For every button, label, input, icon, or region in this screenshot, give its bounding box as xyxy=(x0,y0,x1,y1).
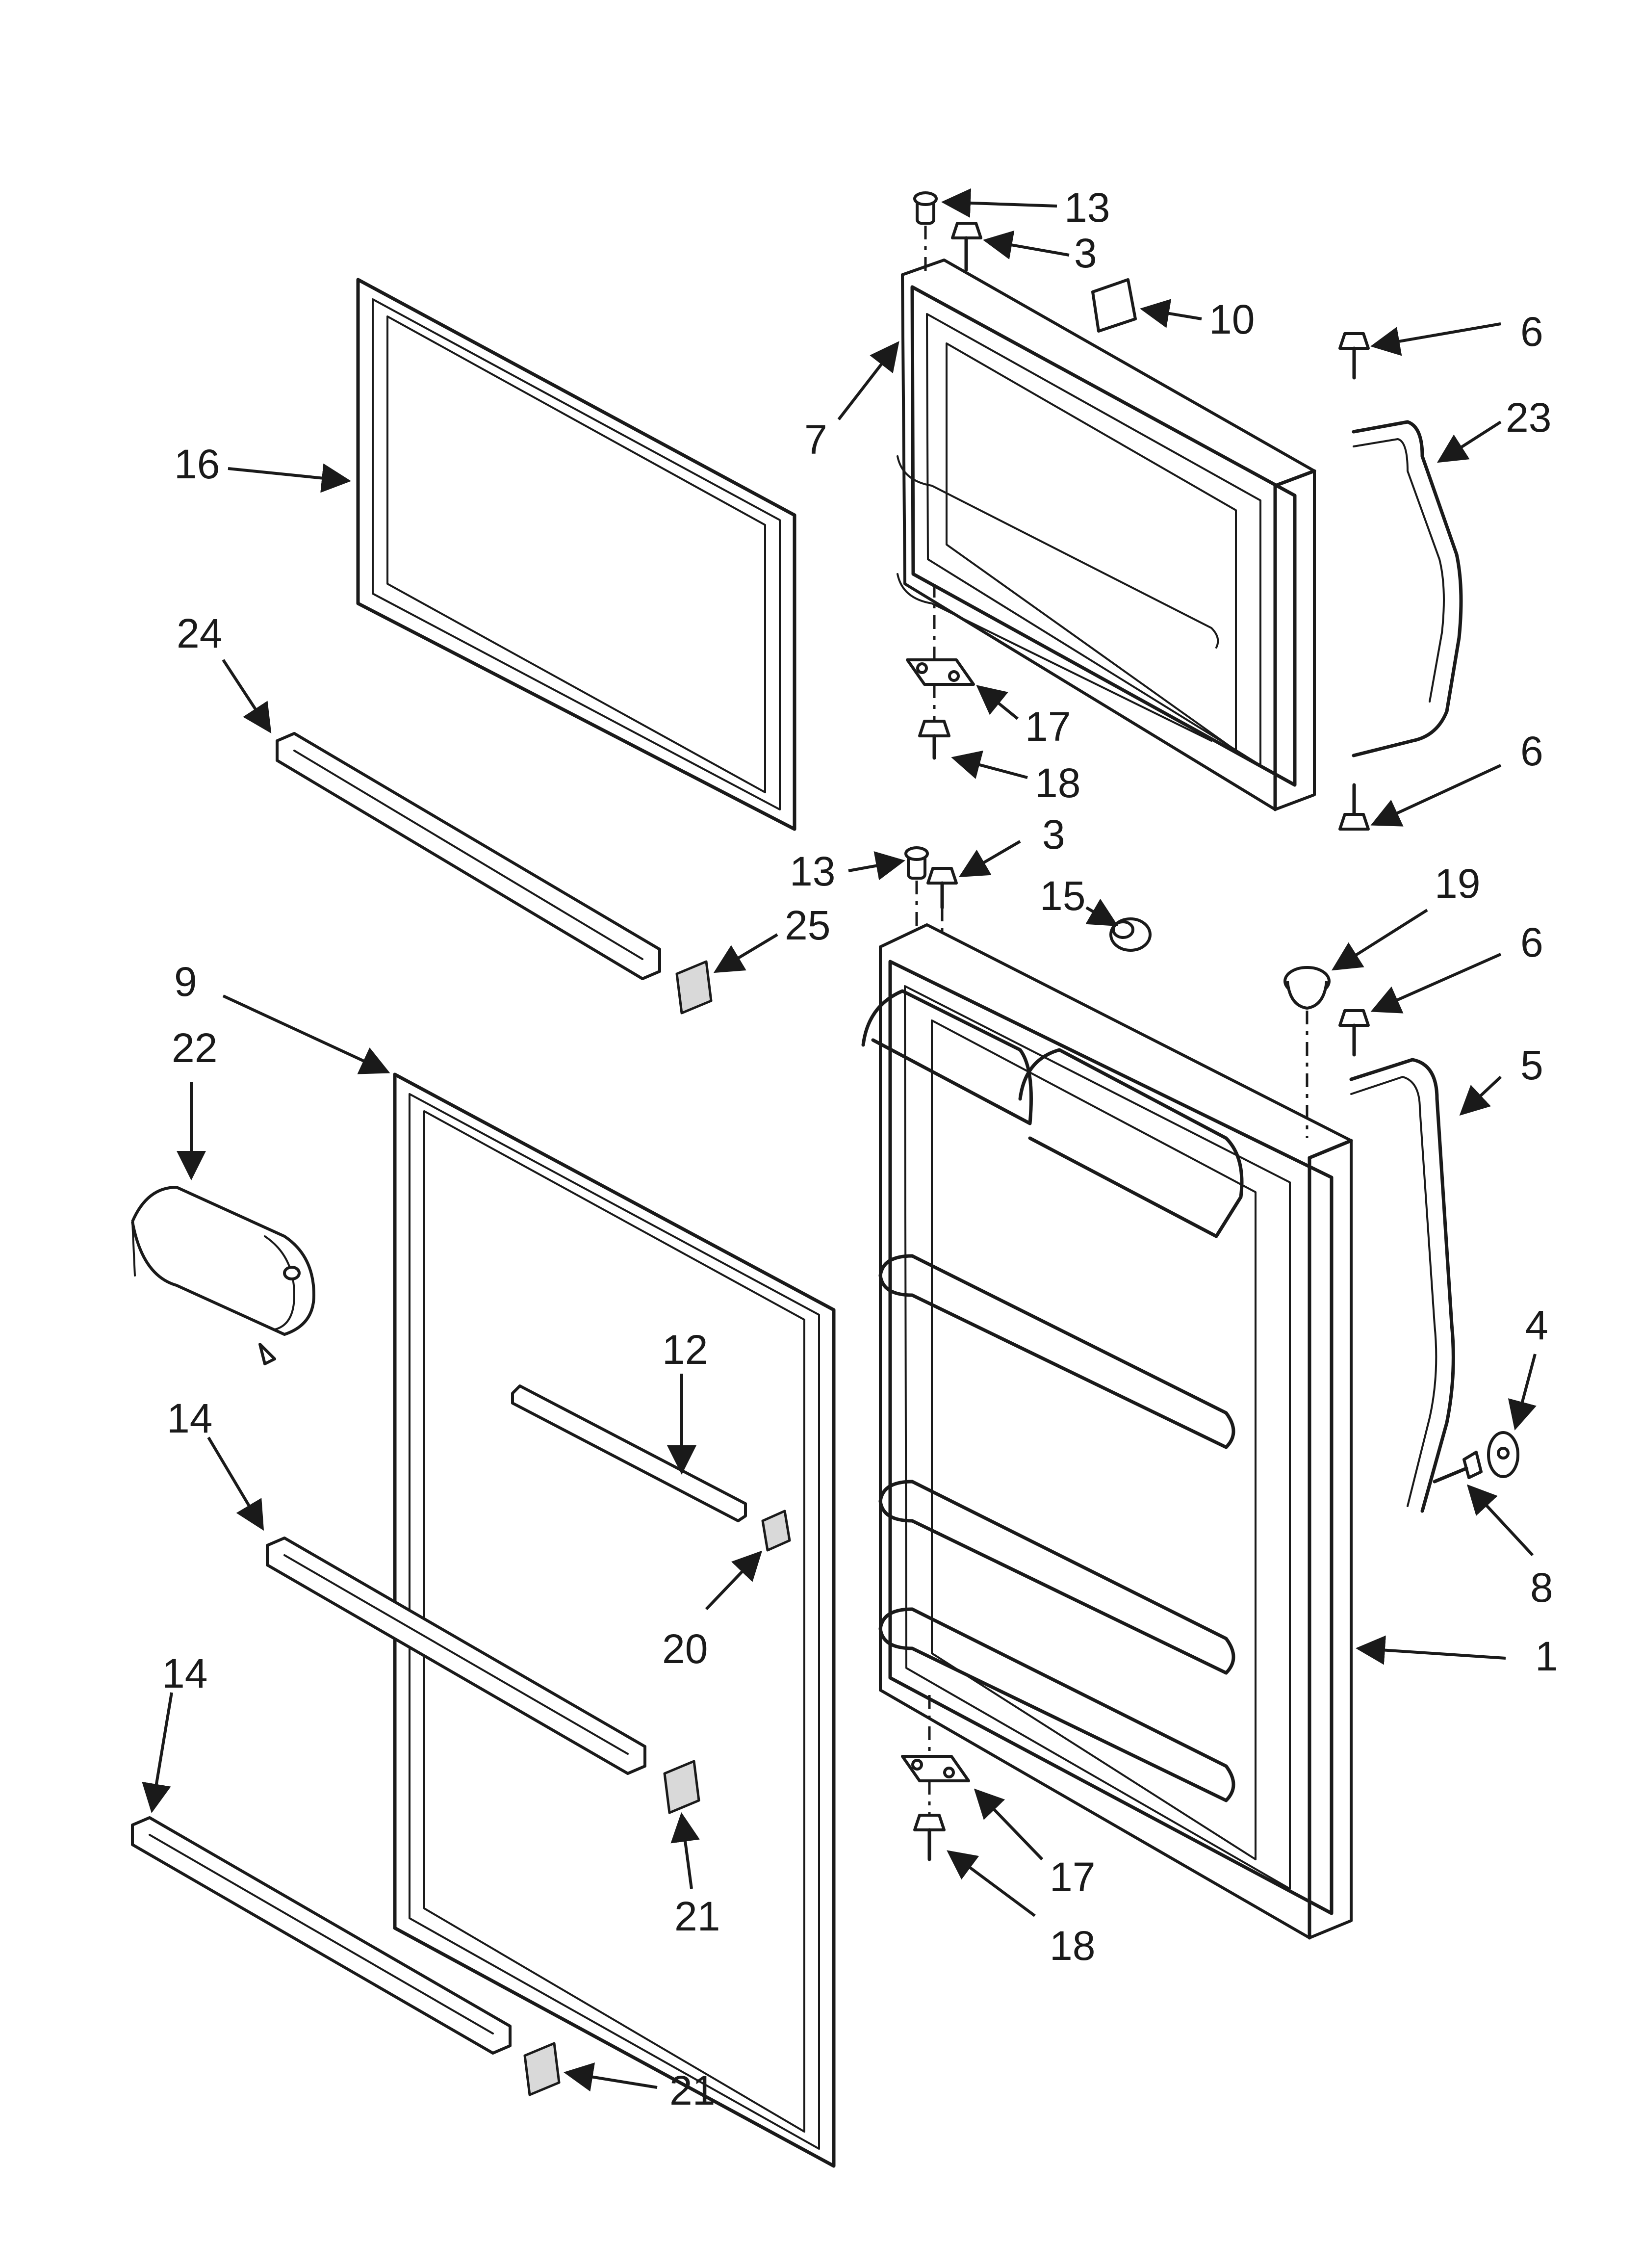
part-3-screw-top xyxy=(951,222,982,272)
callout-25: 25 xyxy=(785,902,830,948)
callout-7: 7 xyxy=(804,417,827,463)
callout-15: 15 xyxy=(1040,873,1085,919)
leader-lines xyxy=(142,188,1537,2092)
callout-23: 23 xyxy=(1506,394,1551,441)
part-14-trim-upper xyxy=(266,1537,646,1775)
fresh-food-door xyxy=(861,923,1353,1940)
callout-12: 12 xyxy=(662,1327,708,1373)
callout-19: 19 xyxy=(1435,860,1480,907)
callout-18b: 18 xyxy=(1050,1923,1095,1969)
part-15-bumper xyxy=(1109,917,1152,952)
part-19-cap xyxy=(1283,966,1331,1010)
part-17-hinge-top xyxy=(906,658,975,686)
part-4-cap xyxy=(1487,1431,1519,1478)
callout-1: 1 xyxy=(1535,1633,1558,1679)
part-25-clip xyxy=(675,960,713,1015)
part-13-plug-top xyxy=(913,191,938,225)
callout-6b: 6 xyxy=(1520,728,1543,774)
callout-5: 5 xyxy=(1520,1042,1543,1088)
part-21-clip-upper xyxy=(663,1760,700,1814)
callout-18a: 18 xyxy=(1035,760,1080,806)
part-3-screw-lower xyxy=(926,867,958,910)
part-21-clip-lower xyxy=(523,2042,561,2096)
part-24-trim xyxy=(276,732,661,980)
callout-13b: 13 xyxy=(790,848,835,894)
freezer-door xyxy=(897,259,1316,811)
part-5-fresh-food-handle xyxy=(1349,1058,1455,1513)
callout-10: 10 xyxy=(1209,296,1255,342)
callout-22: 22 xyxy=(172,1025,217,1071)
callout-21a: 21 xyxy=(674,1893,720,1939)
part-8-screw xyxy=(1433,1451,1483,1484)
callout-6a: 6 xyxy=(1520,309,1543,355)
callout-20: 20 xyxy=(662,1626,708,1672)
callout-16: 16 xyxy=(174,441,220,487)
part-20-clip xyxy=(761,1510,791,1552)
callout-21b: 21 xyxy=(669,2067,715,2113)
part-18-screw-top xyxy=(918,720,950,760)
part-13-plug-lower xyxy=(904,846,929,880)
callout-14a: 14 xyxy=(167,1395,212,1441)
callout-3b: 3 xyxy=(1042,811,1065,858)
callout-17a: 17 xyxy=(1025,704,1071,750)
part-17-hinge-lower xyxy=(901,1755,970,1782)
callout-24: 24 xyxy=(177,610,222,656)
callout-8: 8 xyxy=(1530,1564,1553,1611)
callout-14b: 14 xyxy=(162,1650,207,1696)
part-14-trim-lower xyxy=(131,1816,512,2055)
callout-3a: 3 xyxy=(1074,230,1097,276)
part-6-screw-a xyxy=(1338,332,1370,380)
callout-labels: 13 3 10 6 23 7 16 24 17 18 6 3 13 15 19 … xyxy=(162,184,1558,2113)
part-16-freezer-gasket xyxy=(356,278,796,831)
callout-9: 9 xyxy=(174,959,197,1005)
callout-6c: 6 xyxy=(1520,919,1543,965)
part-10-label xyxy=(1091,278,1137,333)
part-12-trim xyxy=(511,1384,747,1522)
part-18-screw-lower xyxy=(913,1814,946,1861)
callout-13a: 13 xyxy=(1064,184,1110,231)
part-22-dairy-cover xyxy=(131,1186,315,1365)
part-23-freezer-handle xyxy=(1352,420,1463,757)
part-6-screw-c xyxy=(1338,1009,1370,1057)
callout-4: 4 xyxy=(1525,1302,1548,1348)
callout-17b: 17 xyxy=(1050,1854,1095,1900)
part-6-screw-b xyxy=(1338,783,1370,831)
